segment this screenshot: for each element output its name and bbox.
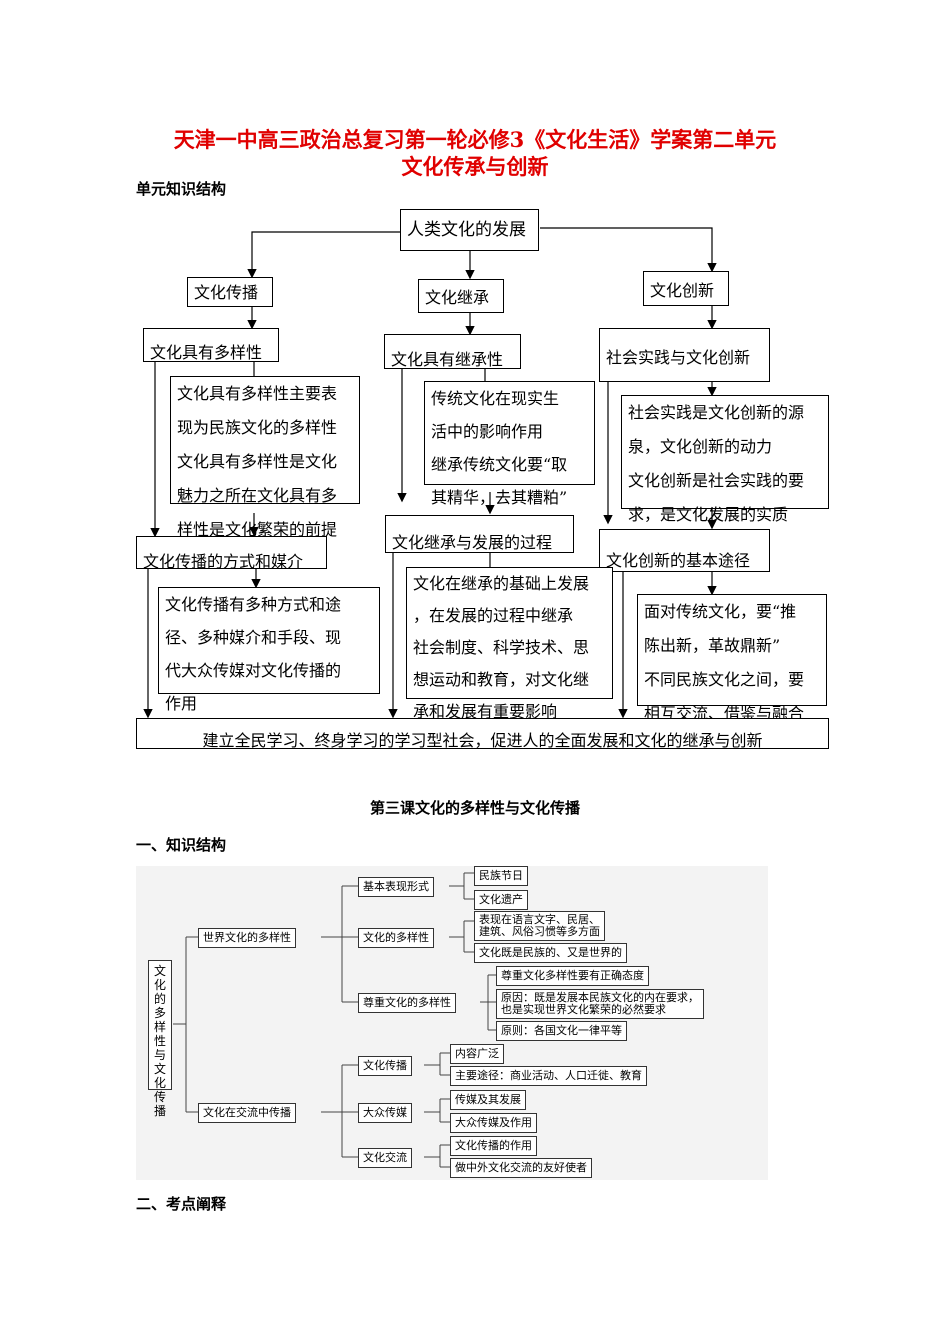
detail-line: 活中的影响作用 [431, 422, 544, 441]
leaf-national-and-world: 文化既是民族的、又是世界的 [474, 943, 627, 963]
detail-line: 求，是文化发展的实质 [628, 505, 789, 524]
detail-transmission-methods: 文化传播有多种方式和途 径、多种媒介和手段、现 代大众传媒对文化传播的 作用 [158, 587, 380, 713]
lesson-title: 第三课文化的多样性与文化传播 [369, 799, 580, 817]
detail-inheritance-process: 文化在继承的基础上发展 ，在发展的过程中继承 社会制度、科学技术、思 想运动和教… [406, 567, 613, 721]
head-cultural-transmission: 文化传播 [187, 277, 273, 307]
detail-line: 文化传播有多种方式和途 [165, 595, 342, 614]
detail-line: 文化在继承的基础上发展 [413, 574, 590, 593]
detail-line: 泉，文化创新的动力 [628, 437, 773, 456]
section-unit-structure: 单元知识结构 [136, 180, 227, 198]
branch-communication: 文化在交流中传播 [198, 1103, 296, 1123]
leaf-media-development: 传媒及其发展 [450, 1090, 526, 1110]
detail-line: 文化具有多样性是文化 [177, 452, 338, 471]
sub-innovation-paths: 文化创新的基本途径 [599, 529, 770, 572]
detail-line: ，在发展的过程中继承 [413, 606, 574, 625]
node-cultural-exchange: 文化交流 [358, 1148, 412, 1168]
node-cultural-diversity: 文化的多样性 [358, 928, 434, 948]
detail-diversity: 文化具有多样性主要表 现为民族文化的多样性 文化具有多样性是文化 魅力之所在文化… [170, 376, 360, 539]
sub-inheritance-development-process: 文化继承与发展的过程 [385, 515, 574, 553]
detail-line: 传统文化在现实生 [431, 389, 560, 408]
leaf-mass-media-role: 大众传媒及作用 [450, 1113, 537, 1133]
detail-line: 魅力之所在文化具有多 [177, 486, 338, 505]
leaf-main-channels: 主要途径：商业活动、人口迁徙、教育 [450, 1066, 647, 1086]
detail-inheritance: 传统文化在现实生 活中的影响作用 继承传统文化要“取 其精华，去其糟粕” [424, 381, 595, 507]
leaf-language-customs: 表现在语言文字、民居、 建筑、风俗习惯等多方面 [474, 911, 605, 941]
detail-line: 社会制度、科学技术、思 [413, 638, 590, 657]
sub-cultural-diversity: 文化具有多样性 [143, 328, 279, 362]
node-cultural-transmission: 文化传播 [358, 1056, 412, 1076]
doc-title-line2: 文化传承与创新 [401, 154, 549, 179]
leaf-transmission-role: 文化传播的作用 [450, 1136, 537, 1156]
sub-cultural-inheritance: 文化具有继承性 [384, 334, 521, 369]
mindmap-connectors [173, 872, 496, 1168]
detail-line: 不同民族文化之间，要 [644, 670, 805, 689]
detail-line: 陈出新，革故鼎新” [644, 636, 781, 655]
detail-line: 文化具有多样性主要表 [177, 384, 338, 403]
detail-line: 承和发展有重要影响 [413, 702, 558, 721]
section-knowledge-structure: 一、知识结构 [136, 836, 227, 854]
detail-social-practice: 社会实践是文化创新的源 泉，文化创新的动力 文化创新是社会实践的要 求，是文化发… [621, 395, 829, 524]
leaf-broad-content: 内容广泛 [450, 1044, 504, 1064]
node-respect-diversity: 尊重文化的多样性 [358, 993, 456, 1013]
detail-line: 其精华，去其糟粕” [431, 488, 568, 507]
head-cultural-inheritance: 文化继承 [418, 279, 504, 313]
mindmap-root: 文化的多样性与文化传播 [148, 960, 172, 1118]
node-basic-forms: 基本表现形式 [358, 877, 434, 897]
sub-transmission-methods: 文化传播的方式和媒介 [136, 536, 327, 571]
detail-line: 径、多种媒介和手段、现 [165, 628, 342, 647]
detail-line: 想运动和教育，对文化继 [413, 670, 590, 689]
detail-line: 继承传统文化要“取 [431, 455, 568, 474]
detail-line: 面对传统文化，要“推 [644, 602, 797, 621]
mindmap-panel: 文化的多样性与文化传播 世界文化的多样性 基本表现形式 民族节日 文化遗产 文化… [136, 866, 768, 1180]
detail-innovation-paths: 面对传统文化，要“推 陈出新，革故鼎新” 不同民族文化之间，要 相互交流、借鉴与… [637, 594, 827, 723]
detail-line: 现为民族文化的多样性 [177, 418, 338, 437]
section-exam-points: 二、考点阐释 [136, 1195, 227, 1213]
leaf-reason: 原因：既是发展本民族文化的内在要求， 也是实现世界文化繁荣的必然要求 [496, 989, 704, 1019]
detail-line: 代大众传媒对文化传播的 [165, 661, 342, 680]
head-cultural-innovation: 文化创新 [643, 271, 729, 306]
root-human-culture-development: 人类文化的发展 [400, 209, 539, 251]
leaf-friendly-envoy: 做中外文化交流的友好使者 [450, 1158, 592, 1178]
detail-line: 样性是文化繁荣的前提 [177, 520, 338, 539]
detail-line: 社会实践是文化创新的源 [628, 403, 805, 422]
leaf-ethnic-festivals: 民族节日 [474, 866, 528, 886]
leaf-correct-attitude: 尊重文化多样性要有正确态度 [496, 966, 649, 986]
detail-line: 作用 [165, 694, 198, 713]
detail-line: 文化创新是社会实践的要 [628, 471, 805, 490]
sub-social-practice-innovation: 社会实践与文化创新 [599, 328, 770, 382]
doc-title-line1: 天津一中高三政治总复习第一轮必修3《文化生活》学案第二单元 [173, 127, 777, 152]
leaf-cultural-heritage: 文化遗产 [474, 890, 528, 910]
diagram1-connectors [143, 227, 717, 719]
branch-world-diversity: 世界文化的多样性 [198, 928, 296, 948]
node-mass-media: 大众传媒 [358, 1103, 412, 1123]
bottom-learning-society: 建立全民学习、终身学习的学习型社会，促进人的全面发展和文化的继承与创新 [136, 718, 829, 750]
leaf-principle-equality: 原则：各国文化一律平等 [496, 1021, 627, 1041]
